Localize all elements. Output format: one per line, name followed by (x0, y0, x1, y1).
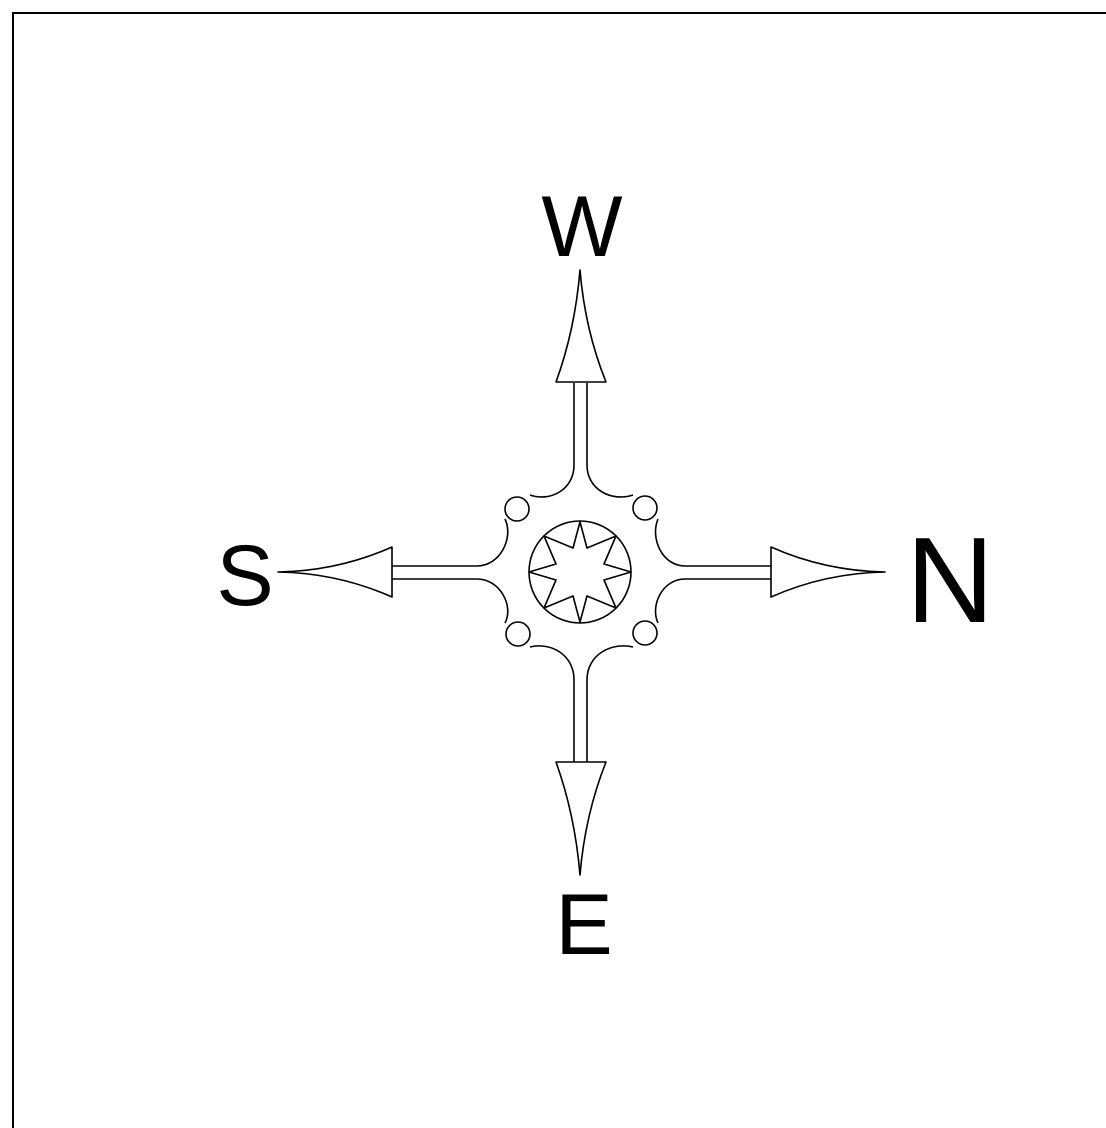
hub-star-icon (529, 522, 631, 622)
arm-top (556, 270, 606, 465)
label-bottom-e: E (555, 877, 612, 973)
arrowhead-left (278, 547, 392, 597)
arrowhead-top (556, 270, 606, 382)
arm-left (278, 547, 477, 597)
arm-bottom (556, 680, 606, 875)
arm-right (685, 547, 885, 597)
knob-top-right (633, 496, 657, 520)
knob-bottom-right (633, 621, 657, 645)
compass-body (278, 270, 885, 875)
label-left-s: S (216, 528, 273, 624)
arrowhead-bottom (556, 762, 606, 875)
arrowhead-right (771, 547, 885, 597)
knob-bottom-left (506, 622, 530, 646)
label-top-w: W (541, 179, 622, 275)
knob-top-left (505, 497, 529, 521)
label-right-n: N (906, 512, 994, 648)
